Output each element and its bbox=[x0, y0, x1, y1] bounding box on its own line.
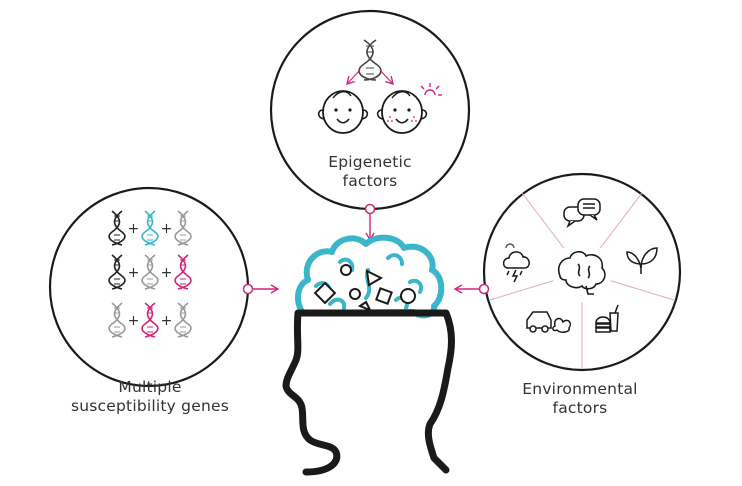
dna-helix-icon bbox=[174, 302, 192, 338]
genes-connector bbox=[242, 283, 280, 295]
plus-sign-icon: + bbox=[128, 221, 140, 237]
genes-label-line1: Multiple bbox=[118, 378, 182, 396]
environmental-circle bbox=[482, 172, 682, 372]
sun-icon bbox=[420, 83, 442, 96]
leaf-icon bbox=[626, 247, 658, 274]
genes-label-line2: susceptibility genes bbox=[70, 397, 229, 415]
environmental-connector bbox=[453, 283, 490, 295]
car-exhaust-icon bbox=[526, 311, 572, 333]
brain-shapes bbox=[313, 264, 416, 312]
baby-face-icon-right bbox=[376, 90, 428, 134]
environmental-label-line2: factors bbox=[552, 399, 608, 417]
plus-sign-icon: + bbox=[161, 313, 173, 329]
plus-sign-icon: + bbox=[128, 313, 140, 329]
baby-face-icon-left bbox=[317, 90, 369, 134]
dna-helix-icon bbox=[108, 254, 126, 290]
arrow-to-right-face bbox=[379, 69, 394, 86]
plus-sign-icon: + bbox=[161, 265, 173, 281]
epigenetic-circle bbox=[269, 9, 471, 211]
epigenetic-label-line2: factors bbox=[342, 172, 398, 190]
dna-helix-icon bbox=[108, 210, 126, 246]
dna-helix-icon bbox=[141, 210, 159, 246]
plus-sign-icon: + bbox=[161, 221, 173, 237]
genes-circle: + + + + + + bbox=[48, 186, 250, 388]
fast-food-icon bbox=[595, 304, 619, 333]
gene-grid: + + + + + + bbox=[108, 210, 192, 338]
dna-helix-icon bbox=[174, 254, 192, 290]
genes-label: Multiple susceptibility genes bbox=[60, 378, 240, 416]
arrow-to-left-face bbox=[346, 69, 361, 86]
dna-helix-icon bbox=[108, 302, 126, 338]
epigenetic-label-line1: Epigenetic bbox=[328, 153, 412, 171]
chat-bubbles-icon bbox=[563, 198, 601, 229]
dna-helix-icon bbox=[174, 210, 192, 246]
epigenetic-connector bbox=[364, 203, 376, 242]
head-with-open-brain bbox=[282, 234, 455, 476]
brain-icon bbox=[557, 250, 606, 295]
environmental-label: Environmental factors bbox=[500, 380, 660, 418]
environmental-label-line1: Environmental bbox=[522, 380, 638, 398]
storm-cloud-icon bbox=[502, 243, 530, 283]
plus-sign-icon: + bbox=[128, 265, 140, 281]
dna-helix-icon bbox=[141, 302, 159, 338]
epigenetic-label: Epigenetic factors bbox=[300, 153, 440, 191]
dna-icon bbox=[358, 39, 382, 81]
dna-helix-icon bbox=[141, 254, 159, 290]
head-outline bbox=[282, 309, 455, 476]
